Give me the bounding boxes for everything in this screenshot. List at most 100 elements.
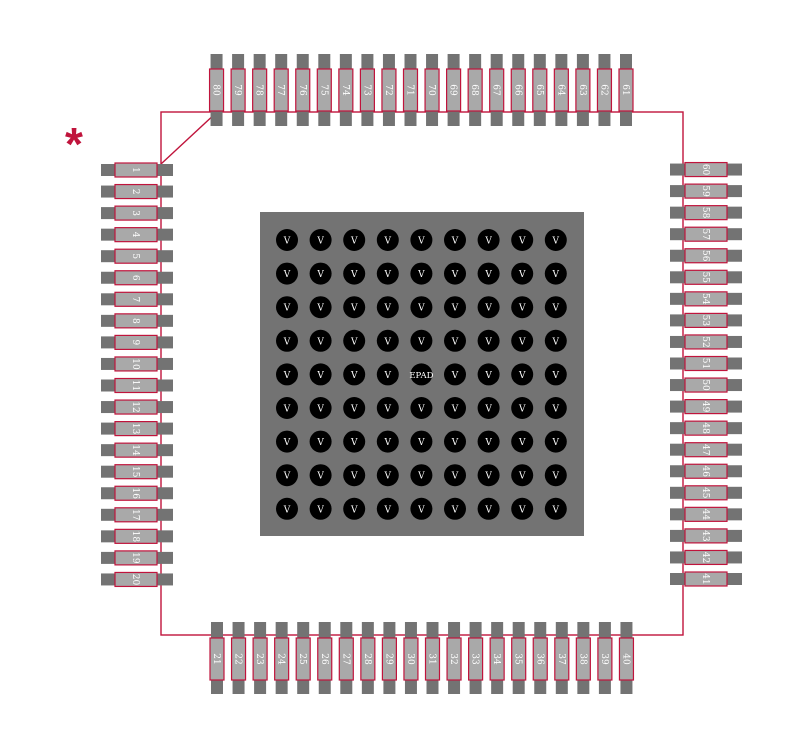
pin-pad-43: 43 [670,528,742,544]
pin-label: 31 [427,653,437,664]
thermal-via [376,430,399,453]
pin-pad-36: 36 [532,622,548,694]
via-label: V [384,304,392,314]
via-label: V [350,371,358,381]
pin-pad-50: 50 [670,377,742,393]
pin-pad-19: 19 [101,550,173,566]
pin-pad-3: 3 [101,205,173,221]
thermal-via [544,397,567,419]
thermal-via [444,229,466,251]
pin-label: 6 [130,275,140,281]
pin-pad-64: 64 [553,54,569,126]
via-label: V [384,405,392,415]
via-label: V [350,472,358,482]
pin-label: 76 [297,84,307,96]
pin-pad-37: 37 [554,622,570,694]
via-label: V [316,438,324,448]
via-label: V [316,304,324,314]
pin-label: 8 [130,318,140,324]
pin-pad-46: 46 [670,463,742,479]
pin-pad-62: 62 [596,54,613,126]
pin-label: 40 [620,653,630,665]
thermal-via [477,262,500,285]
thermal-via [343,397,366,419]
pin-pad-8: 8 [101,313,173,329]
pin-label: 55 [700,272,710,284]
pin-label: 42 [700,552,710,563]
pin-pad-5: 5 [101,248,173,264]
pin-label: 74 [340,84,350,96]
via-label: V [417,438,425,448]
pin-label: 17 [130,509,140,521]
via-label: V [417,337,425,347]
pin-pad-28: 28 [360,622,376,694]
thermal-via [444,497,466,520]
pin-label: 22 [233,653,243,664]
thermal-via [410,430,433,453]
pin-pad-34: 34 [489,622,505,694]
pin-pad-25: 25 [295,622,311,694]
thermal-via [276,262,298,285]
thermal-via [343,262,366,285]
pin-label: 20 [130,574,140,586]
pin-label: 60 [700,164,710,176]
pin-pad-4: 4 [101,227,173,243]
via-label: V [451,371,459,381]
pin-pad-12: 12 [101,399,173,415]
via-label: V [384,337,392,347]
thermal-via [276,329,298,352]
pin-label: 1 [130,167,140,173]
via-label: V [484,337,492,347]
thermal-via [276,397,298,419]
pin-label: 12 [130,401,140,412]
via-label: V [518,337,526,347]
pin-label: 24 [276,653,286,665]
via-label: V [552,472,560,482]
thermal-via [477,397,500,419]
via-label: V [417,304,425,314]
via-label: V [451,438,459,448]
thermal-via [477,329,500,352]
pin-label: 19 [130,552,140,564]
thermal-via [511,430,534,453]
pin-pad-66: 66 [510,54,526,126]
thermal-via [477,363,500,386]
via-label: V [484,304,492,314]
thermal-via [444,296,466,319]
pin-pad-31: 31 [424,622,441,694]
pin-label: 63 [577,84,587,96]
via-label: V [552,337,560,347]
pin-pad-72: 72 [381,54,397,126]
thermal-via [343,296,366,319]
pin-pad-71: 71 [402,54,419,126]
via-label: V [316,472,324,482]
pin-label: 75 [318,84,328,96]
pin-pad-40: 40 [618,622,635,694]
body-outline [160,111,684,636]
pin-label: 64 [555,84,565,96]
pin-pad-74: 74 [338,54,354,126]
pin-pad-60: 60 [670,161,742,178]
pin-label: 9 [130,340,140,346]
via-label: V [283,237,291,247]
via-label: V [283,472,291,482]
pin-pad-67: 67 [489,54,505,126]
pin-pad-18: 18 [101,528,173,544]
thermal-via [343,497,366,520]
pin-label: 49 [700,401,710,413]
pin-label: 66 [512,84,522,96]
thermal-via [444,363,466,386]
via-label: V [451,405,459,415]
pin-pad-29: 29 [381,622,397,694]
via-label: V [518,237,526,247]
via-label: V [518,438,526,448]
pin-pad-59: 59 [670,183,742,199]
pin-pad-10: 10 [101,356,173,372]
via-label: V [417,270,425,280]
pin-pad-77: 77 [273,54,289,126]
thermal-via [477,497,500,520]
via-label: V [451,472,459,482]
pin-pad-14: 14 [101,442,173,458]
via-label: V [518,270,526,280]
